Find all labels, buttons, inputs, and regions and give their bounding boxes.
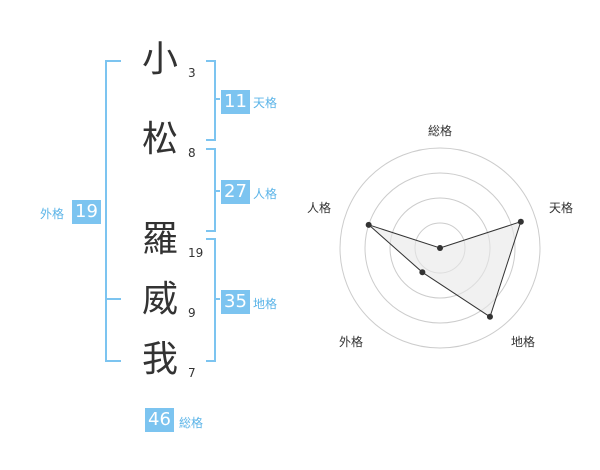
radar-point-4: [365, 221, 372, 228]
chikaku-bracket: [206, 238, 216, 362]
tenkaku-bracket: [206, 60, 216, 141]
chikaku-bracket-tick: [214, 298, 220, 300]
radar-label-jinkaku: 人格: [307, 201, 332, 215]
name-char-4: 威: [141, 279, 178, 320]
name-char-3: 羅: [141, 219, 178, 260]
tenkaku-label: 天格: [253, 96, 278, 110]
soukaku-number: 46: [145, 408, 174, 432]
radar-ring-3: [364, 172, 516, 324]
stroke-count-3: 19: [188, 246, 204, 260]
stroke-count-4: 9: [188, 306, 196, 320]
tenkaku-bracket-tick: [214, 98, 220, 100]
radar-label-gaikaku: 外格: [339, 335, 364, 349]
radar-label-tenkaku: 天格: [549, 201, 574, 215]
name-char-5: 我: [141, 339, 178, 380]
radar-ring-4: [339, 147, 541, 349]
jinkaku-label: 人格: [253, 187, 278, 201]
gaikaku-bracket-tick: [105, 298, 121, 300]
radar-point-2: [486, 313, 493, 320]
chikaku-label: 地格: [253, 297, 278, 311]
soukaku-label: 総格: [179, 416, 204, 430]
chikaku-number: 35: [221, 290, 250, 314]
radar-label-soukaku: 総格: [428, 124, 453, 138]
gaikaku-label: 外格: [40, 207, 65, 221]
radar-point-1: [517, 218, 524, 225]
stroke-count-2: 8: [188, 146, 196, 160]
gaikaku-number: 19: [72, 200, 101, 224]
name-char-1: 小: [141, 39, 178, 80]
jinkaku-number: 27: [221, 180, 250, 204]
jinkaku-bracket-tick: [214, 190, 220, 192]
radar-polygon: [368, 220, 522, 318]
stroke-count-5: 7: [188, 366, 196, 380]
tenkaku-number: 11: [221, 90, 250, 114]
radar-label-chikaku: 地格: [511, 335, 536, 349]
stroke-count-1: 3: [188, 66, 196, 80]
name-char-2: 松: [141, 119, 178, 160]
radar-point-0: [437, 245, 443, 251]
radar-point-3: [419, 269, 426, 276]
gaikaku-bracket: [105, 60, 121, 362]
